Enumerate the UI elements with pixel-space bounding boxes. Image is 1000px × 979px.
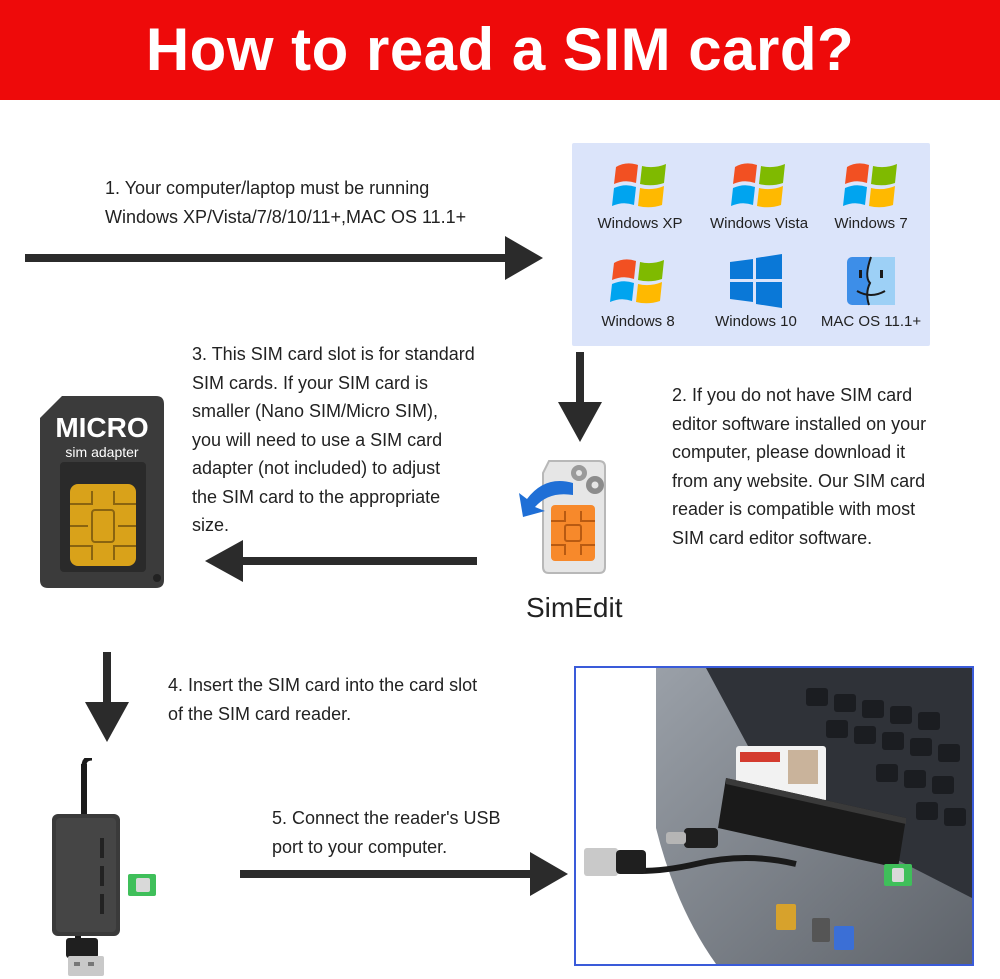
os-item-mac-os: MAC OS 11.1+ — [811, 253, 931, 330]
step-2-line: reader is compatible with most — [672, 499, 916, 519]
step-2-line: 2. If you do not have SIM card — [672, 385, 913, 405]
arrow-left-icon — [205, 540, 477, 582]
os-item-windows-vista: Windows Vista — [699, 159, 819, 232]
windows-10-logo-icon — [730, 254, 782, 308]
step-3-line: the SIM card to the appropriate — [192, 486, 441, 507]
adapter-subtitle: sim adapter — [65, 444, 139, 460]
os-label: Windows XP — [597, 215, 683, 232]
step-3-line: you will need to use a SIM card — [192, 429, 443, 450]
step-1-line: 1. Your computer/laptop must be running — [105, 178, 430, 198]
arrow-right-icon — [25, 236, 543, 280]
step-2-line: editor software installed on your — [672, 413, 927, 434]
os-item-windows-xp: Windows XP — [580, 159, 700, 232]
os-label: Windows 8 — [601, 313, 675, 330]
step-1-line: Windows XP/Vista/7/8/10/11+,MAC OS 11.1+ — [105, 206, 467, 227]
step-5-line: port to your computer. — [272, 836, 448, 857]
arrow-down-icon — [85, 652, 129, 742]
step-3-text: 3. This SIM card slot is for standard SI… — [192, 340, 475, 540]
os-item-windows-8: Windows 8 — [578, 253, 698, 330]
step-3-line: 3. This SIM card slot is for standard — [192, 344, 475, 364]
arrow-right-icon — [240, 852, 568, 896]
step-1-text: 1. Your computer/laptop must be running … — [105, 174, 466, 231]
laptop-with-card-reader-illustration — [576, 668, 972, 964]
step-2-line: SIM card editor software. — [672, 527, 873, 548]
step-3-line: smaller (Nano SIM/Micro SIM), — [192, 401, 439, 421]
os-label: Windows Vista — [709, 215, 809, 232]
arrow-down-icon — [558, 352, 602, 442]
windows-flag-icon — [731, 163, 785, 208]
sim-adapter-icon — [40, 396, 164, 588]
title-banner: How to read a SIM card? — [0, 0, 1000, 100]
step-3-line: SIM cards. If your SIM card is — [192, 372, 429, 393]
step-2-line: from any website. Our SIM card — [672, 470, 926, 491]
micro-sim-adapter: MICRO sim adapter — [40, 396, 164, 588]
windows-flag-icon — [612, 163, 666, 208]
step-5-line: 5. Connect the reader's USB — [272, 808, 501, 828]
os-item-windows-7: Windows 7 — [811, 159, 931, 232]
os-label: MAC OS 11.1+ — [820, 313, 922, 330]
step-3-line: adapter (not included) to adjust — [192, 458, 441, 478]
windows-flag-icon — [610, 259, 664, 304]
step-3-line: size. — [192, 515, 230, 535]
step-2-line: computer, please download it — [672, 442, 906, 462]
sim-card-reader-icon — [52, 758, 156, 976]
step-4-line: 4. Insert the SIM card into the card slo… — [168, 675, 478, 695]
simedit-app-icon — [519, 460, 606, 574]
step-4-text: 4. Insert the SIM card into the card slo… — [168, 671, 477, 728]
os-label: Windows 7 — [834, 215, 908, 232]
adapter-title: MICRO — [55, 412, 149, 443]
step-5-text: 5. Connect the reader's USB port to your… — [272, 804, 501, 861]
simedit-label: SimEdit — [526, 592, 623, 623]
os-item-windows-10: Windows 10 — [696, 253, 816, 330]
step-4-line: of the SIM card reader. — [168, 703, 352, 724]
product-photo — [574, 666, 974, 966]
step-2-text: 2. If you do not have SIM card editor so… — [672, 381, 926, 552]
page-title: How to read a SIM card? — [145, 16, 855, 83]
os-compatibility-panel: Windows XP Windows Vista Windows 7 Windo… — [572, 143, 930, 346]
mac-finder-icon — [847, 256, 895, 306]
os-label: Windows 10 — [715, 313, 797, 330]
windows-flag-icon — [843, 163, 897, 208]
